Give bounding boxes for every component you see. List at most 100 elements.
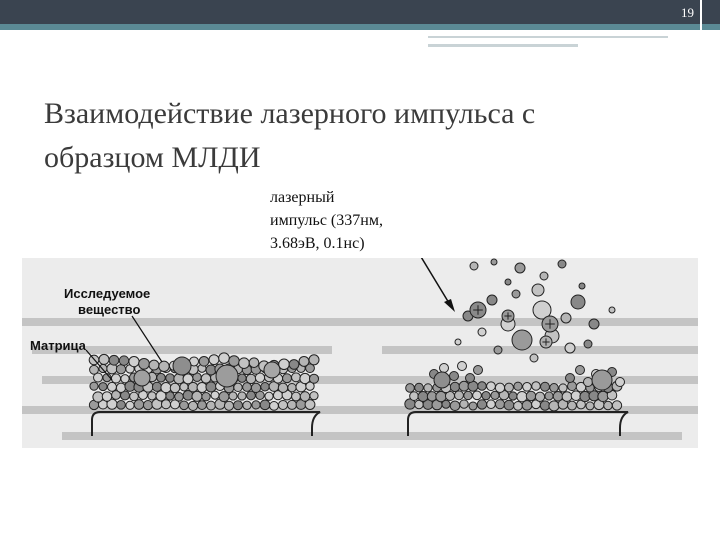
- matrix-particle: [585, 401, 595, 411]
- slide-title-line: Взаимодействие лазерного импульса с: [44, 97, 536, 130]
- matrix-particle: [305, 363, 315, 374]
- matrix-particle: [259, 399, 271, 411]
- matrix-particle: [260, 382, 270, 392]
- matrix-particle: [237, 373, 247, 383]
- matrix-particle: [115, 364, 127, 375]
- matrix-particle: [298, 355, 310, 367]
- matrix-particle: [603, 400, 613, 411]
- matrix-particle: [264, 391, 274, 401]
- matrix-particle: [458, 380, 470, 392]
- matrix-particle: [196, 382, 208, 393]
- matrix-particle: [92, 391, 104, 403]
- matrix-particle: [439, 363, 449, 373]
- matrix-particle: [169, 382, 181, 394]
- background-text-blur: [22, 318, 698, 440]
- matrix-particle: [472, 390, 482, 401]
- ion-charge-mark: [504, 312, 512, 320]
- matrix-particle: [299, 372, 311, 385]
- desorbed-particle: [583, 339, 593, 349]
- matrix-particle: [476, 399, 488, 410]
- matrix-particle: [561, 391, 573, 402]
- desorbed-particle: [608, 306, 616, 314]
- matrix-particle: [208, 354, 220, 366]
- desorbed-particle: [504, 278, 512, 286]
- matrix-particle: [481, 391, 491, 401]
- matrix-particle: [110, 373, 122, 384]
- matrix-particle: [449, 371, 459, 381]
- matrix-particle: [503, 399, 515, 411]
- laser-pulse-label: лазерный импульс (337нм, 3.68эВ, 0.1нс): [270, 186, 440, 255]
- matrix-particle: [238, 357, 250, 370]
- matrix-particle: [494, 382, 506, 393]
- matrix-particle: [158, 360, 170, 373]
- matrix-particle: [118, 355, 130, 366]
- ion-charge-mark: [473, 305, 483, 315]
- decorative-side-line: [700, 0, 702, 60]
- matrix-particle: [552, 390, 564, 402]
- matrix-particle: [282, 373, 292, 384]
- matrix-particle: [138, 357, 150, 370]
- desorbed-particle: [531, 283, 545, 297]
- matrix-particle: [477, 381, 487, 391]
- matrix-particle: [473, 365, 483, 375]
- matrix-particle: [245, 373, 257, 385]
- matrix-particle: [182, 373, 194, 385]
- matrix-particle: [101, 391, 113, 402]
- matrix-particle: [147, 391, 157, 401]
- desorbed-particle: [469, 261, 479, 271]
- matrix-particle: [516, 391, 528, 403]
- top-bar: [0, 0, 720, 24]
- matrix-particle: [417, 390, 429, 403]
- analyte-molecule: [263, 361, 281, 379]
- sample-plate-right: [407, 411, 629, 436]
- matrix-particle: [549, 382, 559, 393]
- matrix-particle: [566, 381, 578, 392]
- matrix-particle: [486, 381, 496, 392]
- matrix-particle: [405, 383, 415, 393]
- desorbed-particle: [539, 271, 549, 281]
- matrix-particle: [565, 373, 575, 383]
- matrix-particle: [544, 391, 554, 401]
- desorbed-particle: [493, 345, 503, 355]
- laser-label-line: 3.68эВ, 0.1нс): [270, 235, 365, 252]
- matrix-pointer: [85, 349, 113, 381]
- matrix-particle: [522, 381, 532, 392]
- slide-title-line: образцом МЛДИ: [44, 141, 261, 174]
- matrix-particle: [305, 381, 315, 391]
- matrix-particle: [548, 400, 560, 412]
- matrix-particle: [299, 391, 311, 402]
- laser-arrow-line: [420, 258, 453, 309]
- matrix-particle: [414, 382, 424, 393]
- label-analyte: Исследуемое: [64, 286, 150, 301]
- matrix-particle: [201, 391, 211, 402]
- matrix-particle: [269, 401, 279, 411]
- matrix-particle: [107, 381, 117, 392]
- matrix-particle: [218, 352, 230, 364]
- desorbed-particle: [511, 289, 521, 299]
- matrix-particle: [218, 391, 230, 403]
- matrix-particle: [611, 400, 623, 411]
- matrix-particle: [513, 381, 523, 391]
- matrix-particle: [250, 382, 262, 394]
- matrix-particle: [583, 377, 593, 387]
- desorbed-particle: [588, 318, 600, 330]
- matrix-particle: [449, 381, 461, 393]
- matrix-particle: [210, 390, 220, 400]
- matrix-particle: [277, 382, 289, 394]
- matrix-particle: [409, 391, 419, 401]
- matrix-particle: [454, 390, 464, 401]
- decorative-rule: [428, 44, 578, 47]
- slide-title: Взаимодействие лазерного импульса с обра…: [44, 92, 684, 180]
- maldi-figure: Исследуемое вещество Матрица: [22, 258, 698, 448]
- desorbed-particle: [490, 258, 498, 266]
- matrix-particle: [525, 390, 537, 402]
- analyte-molecule: [591, 369, 613, 391]
- desorbed-particle: [477, 327, 487, 337]
- matrix-particle: [165, 373, 175, 383]
- matrix-particle: [288, 359, 300, 370]
- matrix-particle: [308, 373, 320, 384]
- matrix-particle: [457, 361, 467, 371]
- desorbed-particle: [529, 353, 539, 363]
- matrix-particle: [142, 400, 154, 411]
- matrix-particle: [108, 354, 120, 366]
